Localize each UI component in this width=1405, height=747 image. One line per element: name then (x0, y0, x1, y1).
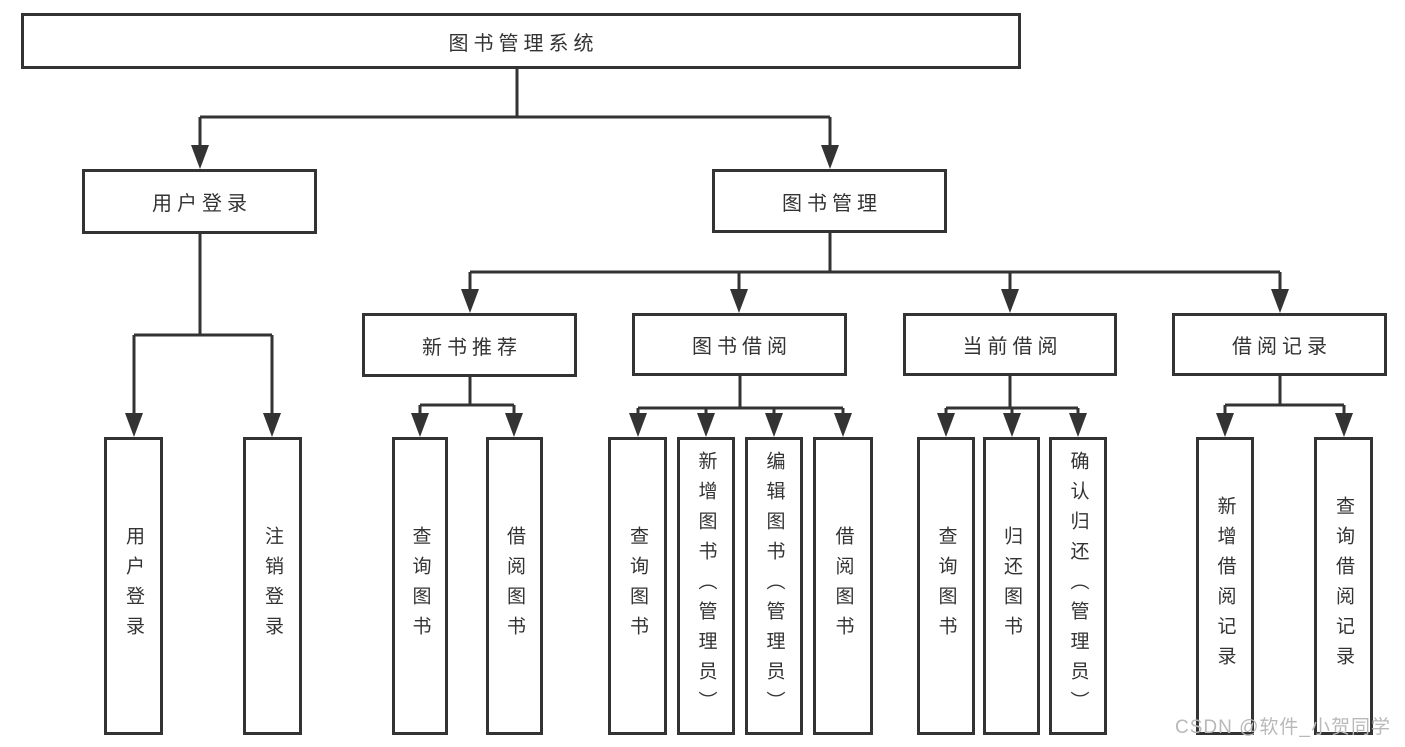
node-label: 借阅图书 (832, 526, 854, 646)
node-book-management: 图书管理 (712, 169, 947, 233)
node-current-borrowing: 当前借阅 (903, 313, 1117, 376)
node-label: 当前借阅 (962, 336, 1063, 358)
leaf-add-books-admin: 新增图书（管理员） (677, 437, 735, 735)
leaf-borrow-books-recommend: 借阅图书 (486, 437, 543, 735)
node-label: 编辑图书（管理员） (763, 451, 785, 721)
node-label: 图书管理 (782, 192, 882, 215)
node-label: 新增图书（管理员） (695, 451, 717, 721)
node-label: 图书管理系统 (448, 32, 599, 55)
edge-bookborrow-to-children (636, 376, 845, 418)
leaf-confirm-return-admin: 确认归还（管理员） (1049, 437, 1107, 735)
node-label: 图书借阅 (692, 336, 792, 358)
node-label: 查询图书 (627, 526, 648, 646)
leaf-logout-login: 注销登录 (243, 437, 302, 735)
node-label: 注销登录 (262, 526, 283, 646)
leaf-query-books-borrowing: 查询图书 (608, 437, 667, 735)
leaf-user-login: 用户登录 (104, 437, 163, 735)
leaf-add-borrow-record: 新增借阅记录 (1196, 437, 1254, 735)
node-label: 归还图书 (1001, 526, 1022, 646)
leaf-query-borrow-record: 查询借阅记录 (1314, 437, 1373, 735)
watermark: CSDN @软件_小贺同学 (1175, 717, 1391, 738)
node-label: 用户登录 (152, 193, 252, 215)
node-book-borrowing: 图书借阅 (632, 313, 847, 376)
node-label: 用户登录 (123, 526, 144, 646)
leaf-return-books: 归还图书 (983, 437, 1040, 735)
node-borrowing-records: 借阅记录 (1172, 313, 1387, 376)
node-label: 新书推荐 (422, 336, 522, 359)
leaf-query-books-recommend: 查询图书 (392, 437, 448, 735)
edge-userlogin-to-children (132, 234, 274, 418)
leaf-edit-books-admin: 编辑图书（管理员） (745, 437, 803, 735)
node-label: 查询图书 (935, 526, 957, 646)
edge-records-to-children (1223, 376, 1346, 418)
edge-newbook-to-children (418, 377, 516, 418)
node-label: 查询图书 (409, 526, 431, 646)
node-label: 查询借阅记录 (1333, 496, 1354, 676)
edge-currentborrow-to-children (944, 376, 1080, 418)
leaf-query-books-current: 查询图书 (917, 437, 975, 735)
node-label: 借阅图书 (504, 526, 525, 646)
edge-bookmgmt-to-level3 (468, 233, 1282, 294)
leaf-borrow-books-borrowing: 借阅图书 (813, 437, 873, 735)
node-root: 图书管理系统 (21, 13, 1021, 69)
node-label: 新增借阅记录 (1214, 496, 1236, 676)
arrowheads (125, 145, 1353, 437)
edge-root-to-level2 (198, 69, 832, 150)
node-label: 借阅记录 (1232, 336, 1332, 358)
node-label: 确认归还（管理员） (1067, 451, 1089, 721)
node-user-login: 用户登录 (82, 169, 317, 234)
node-new-book-recommendation: 新书推荐 (362, 313, 577, 377)
